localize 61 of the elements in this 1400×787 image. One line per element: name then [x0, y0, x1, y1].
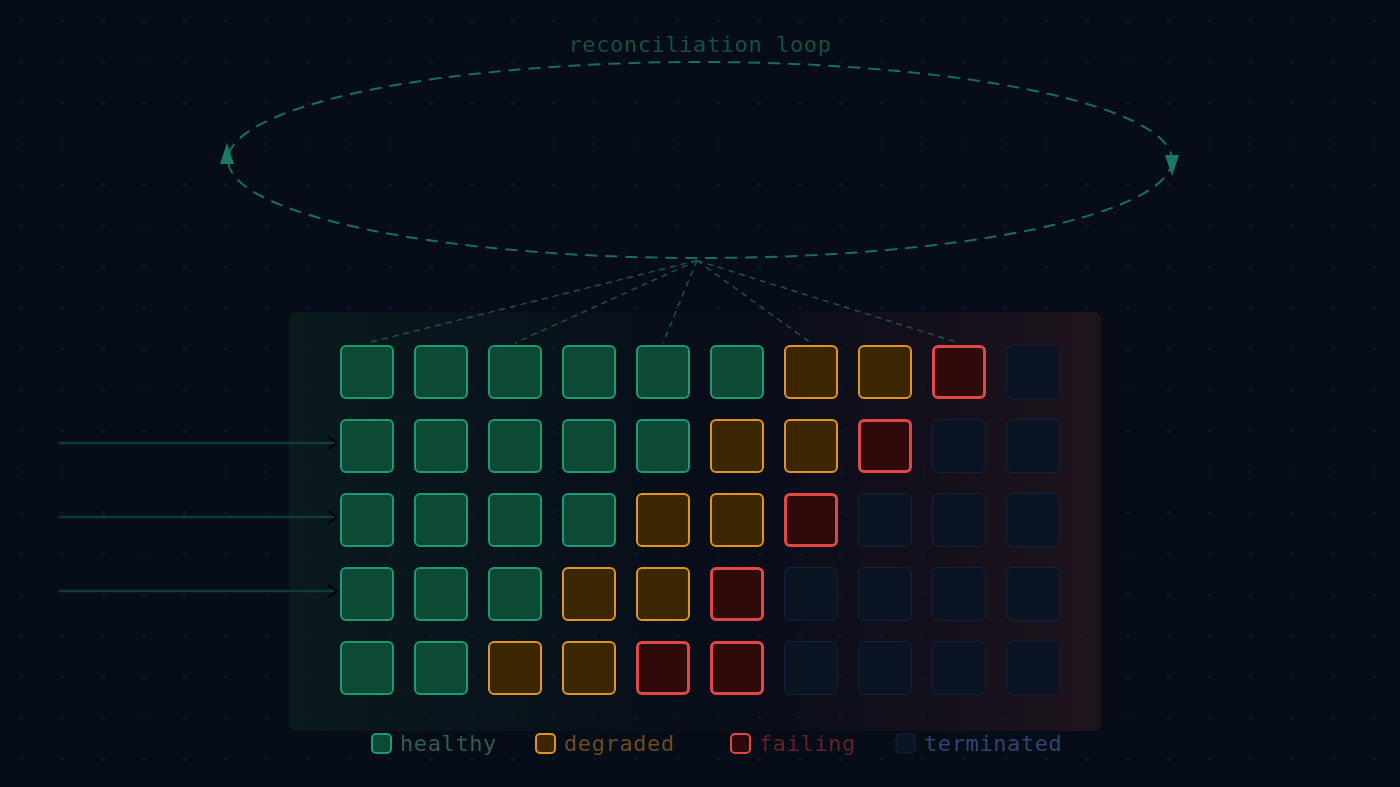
- status-tile: [488, 567, 542, 621]
- arrow: [59, 436, 338, 450]
- status-tile: [858, 567, 912, 621]
- legend-label: healthy: [400, 731, 497, 757]
- status-tile: [414, 493, 468, 547]
- status-tile: [636, 567, 690, 621]
- status-tile: [858, 493, 912, 547]
- status-tile: [562, 641, 616, 695]
- status-tile: [488, 345, 542, 399]
- status-tile: [562, 419, 616, 473]
- status-tile: [488, 641, 542, 695]
- status-tile: [488, 493, 542, 547]
- status-tile: [340, 641, 394, 695]
- legend-label: degraded: [564, 731, 675, 757]
- status-tile: [414, 567, 468, 621]
- status-tile: [340, 419, 394, 473]
- status-tile: [562, 567, 616, 621]
- status-tile: [784, 641, 838, 695]
- status-tile: [710, 345, 764, 399]
- status-tile: [784, 345, 838, 399]
- status-tile: [340, 493, 394, 547]
- status-tile: [710, 493, 764, 547]
- status-tile: [340, 345, 394, 399]
- status-tile: [1006, 345, 1060, 399]
- status-tile: [932, 567, 986, 621]
- status-tile: [1006, 567, 1060, 621]
- status-tile: [858, 419, 912, 473]
- status-tile: [710, 567, 764, 621]
- status-tile: [636, 419, 690, 473]
- status-tile: [858, 641, 912, 695]
- status-tile: [932, 641, 986, 695]
- status-tile: [414, 345, 468, 399]
- status-tile: [858, 345, 912, 399]
- legend-label: terminated: [924, 731, 1063, 757]
- status-tile: [636, 641, 690, 695]
- dashed-link: [696, 259, 812, 344]
- status-tile: [1006, 641, 1060, 695]
- status-tile: [932, 345, 986, 399]
- status-tile: [1006, 419, 1060, 473]
- dashed-link: [514, 259, 698, 344]
- status-tile: [562, 345, 616, 399]
- status-tile: [636, 345, 690, 399]
- status-tile: [710, 419, 764, 473]
- status-tile: [710, 641, 764, 695]
- status-tile: [562, 493, 616, 547]
- status-tile: [636, 493, 690, 547]
- status-tile: [340, 567, 394, 621]
- status-tile: [488, 419, 542, 473]
- status-tile: [932, 419, 986, 473]
- status-tile: [784, 567, 838, 621]
- status-tile: [414, 419, 468, 473]
- legend-label: failing: [759, 731, 856, 757]
- status-tile: [1006, 493, 1060, 547]
- status-tile: [784, 493, 838, 547]
- arrow: [59, 584, 338, 598]
- loop-title: reconciliation loop: [568, 32, 832, 58]
- dashed-link: [662, 259, 698, 344]
- arrow: [59, 510, 338, 524]
- status-tile: [784, 419, 838, 473]
- status-tile: [414, 641, 468, 695]
- status-tile: [932, 493, 986, 547]
